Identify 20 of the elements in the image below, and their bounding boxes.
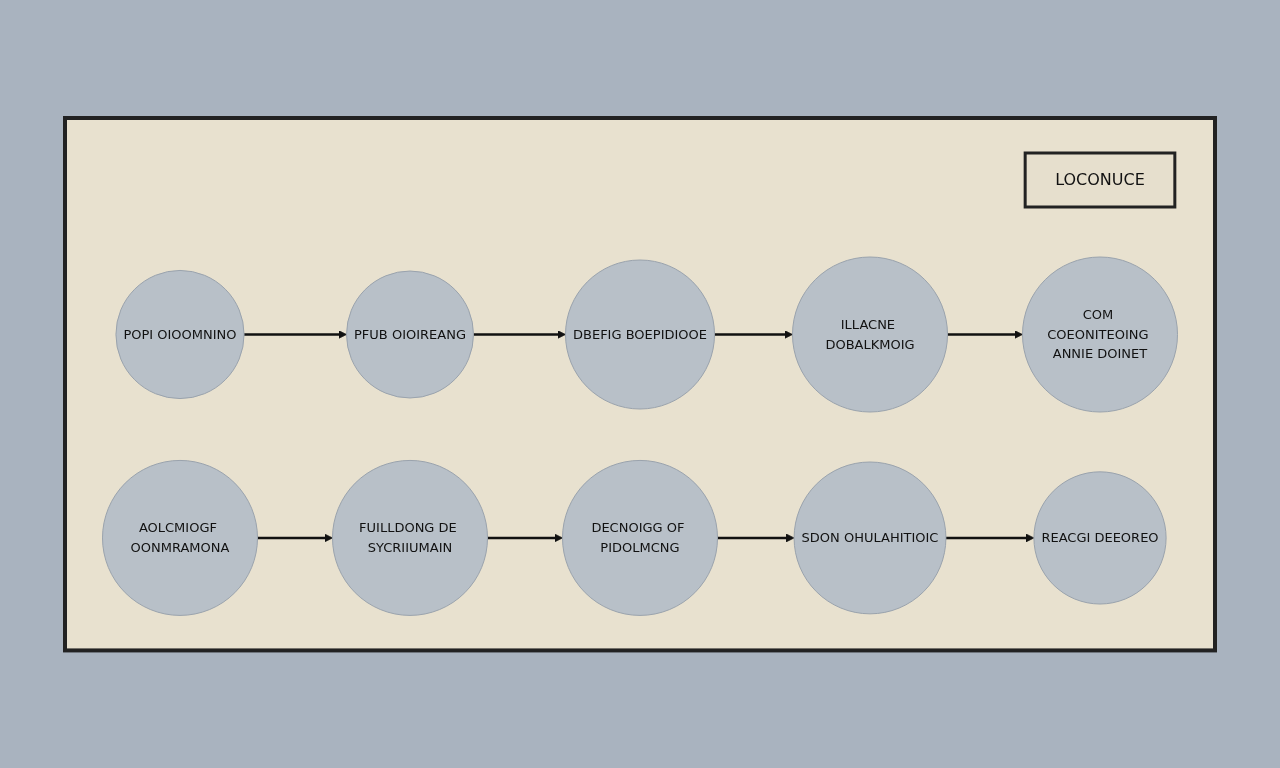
node-circle: FUILLDONG DE SYCRIIUMAIN xyxy=(332,459,488,616)
cluster xyxy=(63,115,1217,653)
arrow xyxy=(244,329,347,339)
node-circle: AOLCMIOGF OONMRAMONA xyxy=(102,459,258,616)
node-circle: SDON OHULAHITIOIC xyxy=(793,461,947,615)
node-circle: REACGI DEEOREO xyxy=(1033,471,1167,605)
arrow xyxy=(947,329,1023,339)
arrow xyxy=(257,533,333,543)
node-circle: DECNOIGG OF PIDOLMCNG xyxy=(562,459,718,616)
node-circle: COM COEONITEOING ANNIE DOINET xyxy=(1022,256,1178,413)
arrow xyxy=(473,329,566,339)
arrow xyxy=(487,533,563,543)
node-circle: ILLACNE DOBALKMOIG xyxy=(792,256,948,413)
node-circle: PFUB OIOIREANG xyxy=(346,270,474,399)
arrow xyxy=(717,533,795,543)
node-box: LOCONUCE xyxy=(1023,151,1177,209)
arrow xyxy=(945,533,1035,543)
node-circle: DBEFIG BOEPIDIOOE xyxy=(565,259,715,410)
node-circle: POPI OIOOMNINO xyxy=(115,269,245,399)
arrow xyxy=(714,329,793,339)
